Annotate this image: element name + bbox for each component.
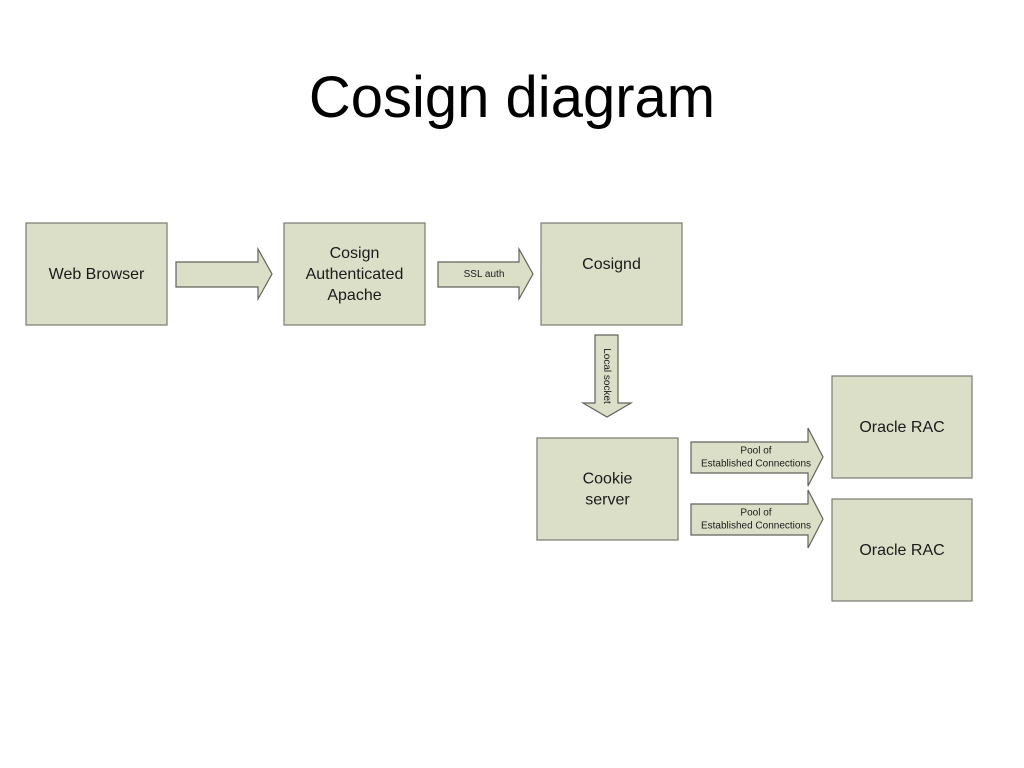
label-line: Oracle RAC — [859, 542, 944, 559]
label-line: Pool of — [740, 507, 771, 518]
web-browser-box — [25, 222, 168, 326]
cosignd-box — [540, 222, 683, 326]
cookie-to-rac-1-arrow: Pool of Established Connections — [690, 427, 824, 487]
apache-to-cosignd-arrow: SSL auth — [437, 246, 534, 302]
label-line: Cosignd — [582, 256, 641, 273]
browser-to-apache-arrow-shape — [175, 246, 273, 302]
label-line: Established Connections — [701, 520, 811, 531]
cosign-apache-box — [283, 222, 426, 326]
label-line: Apache — [327, 287, 381, 304]
web-browser-label: Web Browser — [49, 266, 145, 283]
label-line: Cosign — [330, 245, 380, 262]
label-line: Web Browser — [49, 266, 145, 283]
browser-to-apache-arrow — [175, 246, 273, 302]
label-line: Pool of — [740, 445, 771, 456]
cookie-to-rac-2-arrow: Pool of Established Connections — [690, 489, 824, 549]
label-line: Authenticated — [306, 266, 404, 283]
oracle-rac-1-box — [831, 375, 973, 479]
web-browser-node: Web Browser — [25, 222, 168, 326]
ssl-auth-label: SSL auth — [464, 269, 505, 280]
cosignd-to-cookie-arrow: Local socket — [580, 334, 634, 418]
label-line: SSL auth — [464, 269, 505, 280]
cookie-server-label: Cookie server — [583, 470, 633, 508]
oracle-rac-1-node: Oracle RAC — [831, 375, 973, 479]
cookie-to-rac-1-arrow-shape — [690, 427, 824, 487]
oracle-rac-2-label: Oracle RAC — [859, 542, 944, 559]
pool-connections-1-label: Pool of Established Connections — [701, 445, 811, 469]
label-line: Oracle RAC — [859, 419, 944, 436]
cosignd-node: Cosignd — [540, 222, 683, 326]
label-line: server — [585, 491, 630, 508]
cosignd-label: Cosignd — [582, 256, 641, 273]
oracle-rac-2-node: Oracle RAC — [831, 498, 973, 602]
local-socket-label: Local socket — [602, 348, 613, 404]
label-line: Cookie — [583, 470, 633, 487]
apache-to-cosignd-arrow-shape — [437, 246, 534, 302]
oracle-rac-1-label: Oracle RAC — [859, 419, 944, 436]
cookie-to-rac-2-arrow-shape — [690, 489, 824, 549]
label-line: Established Connections — [701, 458, 811, 469]
cosignd-to-cookie-arrow-shape — [580, 334, 634, 418]
page-title: Cosign diagram — [308, 65, 716, 130]
cookie-server-box — [536, 437, 679, 541]
cookie-server-node: Cookie server — [536, 437, 679, 541]
oracle-rac-2-box — [831, 498, 973, 602]
pool-connections-2-label: Pool of Established Connections — [701, 507, 811, 531]
label-line: Local socket — [602, 348, 613, 404]
